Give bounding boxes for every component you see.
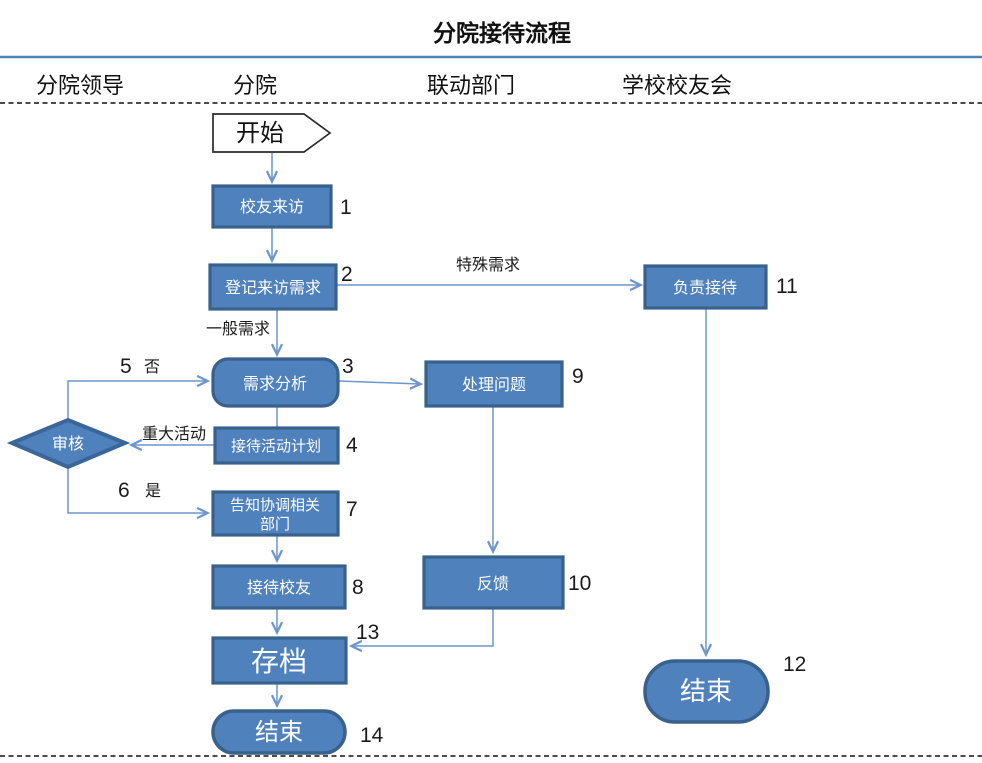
node-notify-departments-label-line2: 部门 bbox=[260, 516, 290, 533]
step-number-1: 1 bbox=[340, 196, 352, 219]
node-reception-plan-label: 接待活动计划 bbox=[231, 438, 321, 455]
node-needs-analysis bbox=[211, 357, 340, 408]
node-needs-analysis-label: 需求分析 bbox=[243, 375, 307, 393]
node-notify-departments-label-line1: 告知协调相关 bbox=[230, 497, 320, 514]
step-number-13: 13 bbox=[356, 621, 379, 644]
node-alumni-visit-label: 校友来访 bbox=[240, 198, 304, 216]
edge-label-major-activity: 重大活动 bbox=[142, 425, 206, 443]
edge-label-no: 否 bbox=[144, 359, 160, 376]
node-review-label: 审核 bbox=[52, 435, 84, 453]
node-archive-label: 存档 bbox=[251, 646, 307, 677]
node-register-needs-label: 登记来访需求 bbox=[225, 279, 321, 297]
node-notify-departments bbox=[211, 490, 340, 537]
step-number-14: 14 bbox=[360, 724, 384, 747]
node-alumni-visit bbox=[211, 184, 333, 229]
node-register-needs bbox=[208, 263, 338, 311]
edge-review-no-to-needs-analysis bbox=[67, 374, 211, 419]
step-number-5: 5 bbox=[120, 355, 132, 378]
node-end-bottom bbox=[211, 709, 347, 755]
node-handle-issues-label: 处理问题 bbox=[462, 376, 526, 394]
step-number-8: 8 bbox=[352, 576, 364, 599]
step-number-7: 7 bbox=[346, 498, 358, 521]
node-feedback bbox=[422, 555, 565, 610]
node-responsible-reception bbox=[643, 264, 768, 310]
step-number-11: 11 bbox=[776, 275, 798, 298]
node-responsible-reception-label: 负责接待 bbox=[673, 279, 737, 297]
step-number-9: 9 bbox=[572, 365, 584, 388]
step-number-12: 12 bbox=[783, 653, 806, 676]
node-reception-plan bbox=[213, 426, 340, 465]
node-review-diamond bbox=[6, 417, 131, 470]
node-archive bbox=[211, 636, 348, 685]
lane-header-branch-leaders: 分院领导 bbox=[36, 73, 124, 98]
edge-label-yes: 是 bbox=[145, 483, 161, 500]
step-number-6: 6 bbox=[118, 479, 130, 502]
step-number-2: 2 bbox=[341, 263, 353, 286]
node-receive-alumni bbox=[211, 564, 347, 610]
edge-label-special-needs: 特殊需求 bbox=[456, 256, 520, 274]
step-number-4: 4 bbox=[346, 434, 358, 457]
page-title: 分院接待流程 bbox=[433, 20, 571, 46]
lane-header-linked-departments: 联动部门 bbox=[427, 73, 515, 98]
node-feedback-label: 反馈 bbox=[477, 575, 509, 593]
step-number-10: 10 bbox=[568, 572, 591, 595]
node-start bbox=[212, 113, 332, 153]
step-number-3: 3 bbox=[342, 355, 354, 378]
node-end-right bbox=[643, 659, 770, 724]
edge-feedback-to-archive bbox=[348, 609, 494, 653]
lane-header-branch: 分院 bbox=[233, 73, 277, 98]
node-start-label: 开始 bbox=[236, 120, 284, 147]
node-handle-issues bbox=[424, 360, 564, 408]
node-receive-alumni-label: 接待校友 bbox=[247, 579, 311, 597]
node-end-right-label: 结束 bbox=[680, 676, 732, 706]
node-end-bottom-label: 结束 bbox=[255, 719, 303, 746]
edge-review-yes-to-notify-departments bbox=[67, 468, 211, 520]
lane-header-alumni-association: 学校校友会 bbox=[622, 73, 732, 98]
edge-label-general-needs: 一般需求 bbox=[206, 320, 270, 338]
edge-needs-analysis-to-handle-issues bbox=[338, 377, 424, 390]
